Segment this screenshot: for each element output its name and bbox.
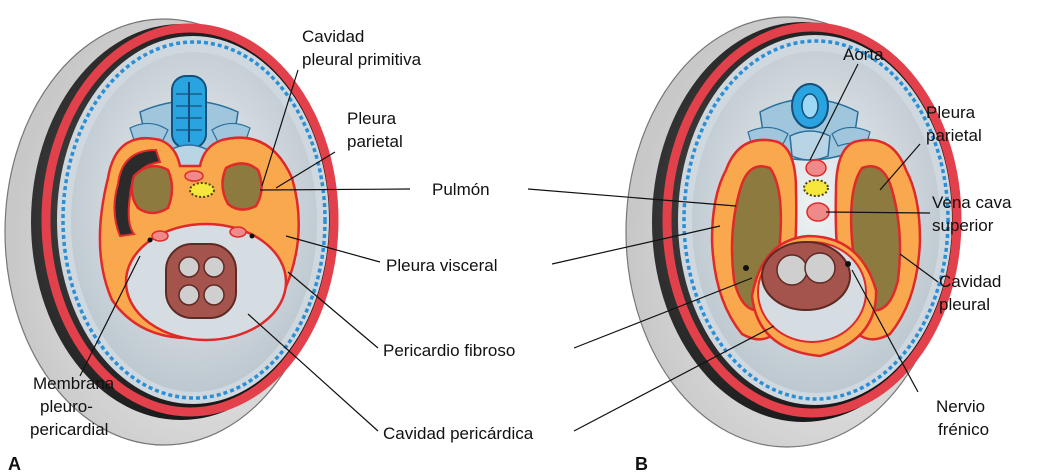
heart-a xyxy=(166,244,236,318)
label-nervio-1: Nervio xyxy=(936,397,985,416)
lung-right-a xyxy=(222,163,261,209)
label-vena-cava-1: Vena cava xyxy=(932,193,1012,212)
label-pleura-visceral: Pleura visceral xyxy=(386,256,498,275)
label-pleura-parietal-b-1: Pleura xyxy=(926,103,976,122)
lung-left-a xyxy=(132,166,172,213)
label-cavidad-pleural-primitiva-1: Cavidad xyxy=(302,27,364,46)
label-membrana-3: pericardial xyxy=(30,420,108,439)
label-vena-cava-2: superior xyxy=(932,216,994,235)
label-cavidad-pleural-1: Cavidad xyxy=(939,272,1001,291)
label-pericardio-fibroso: Pericardio fibroso xyxy=(383,341,515,360)
panel-label-b: B xyxy=(635,454,648,474)
label-nervio-2: frénico xyxy=(938,420,989,439)
label-membrana-1: Membrana xyxy=(33,374,115,393)
label-cavidad-pleural-2: pleural xyxy=(939,295,990,314)
label-pleura-parietal-a-1: Pleura xyxy=(347,109,397,128)
label-membrana-2: pleuro- xyxy=(40,397,93,416)
vertebral-body-b xyxy=(790,131,830,160)
esophagus-a xyxy=(190,183,214,197)
label-pulmon: Pulmón xyxy=(432,180,490,199)
label-aorta: Aorta xyxy=(843,45,884,64)
label-cavidad-pericardica: Cavidad pericárdica xyxy=(383,424,534,443)
panel-label-a: A xyxy=(8,454,21,474)
aorta-a xyxy=(185,171,203,181)
label-cavidad-pleural-primitiva-2: pleural primitiva xyxy=(302,50,422,69)
aorta-b xyxy=(806,160,826,176)
label-pleura-parietal-a-2: parietal xyxy=(347,132,403,151)
esophagus-b xyxy=(804,180,828,196)
vena-cava-b xyxy=(807,203,829,221)
phrenic-nerve-right-b xyxy=(845,261,851,267)
label-pleura-parietal-b-2: parietal xyxy=(926,126,982,145)
phrenic-nerve-left-b xyxy=(743,265,749,271)
panel-b-diagram xyxy=(626,17,957,447)
